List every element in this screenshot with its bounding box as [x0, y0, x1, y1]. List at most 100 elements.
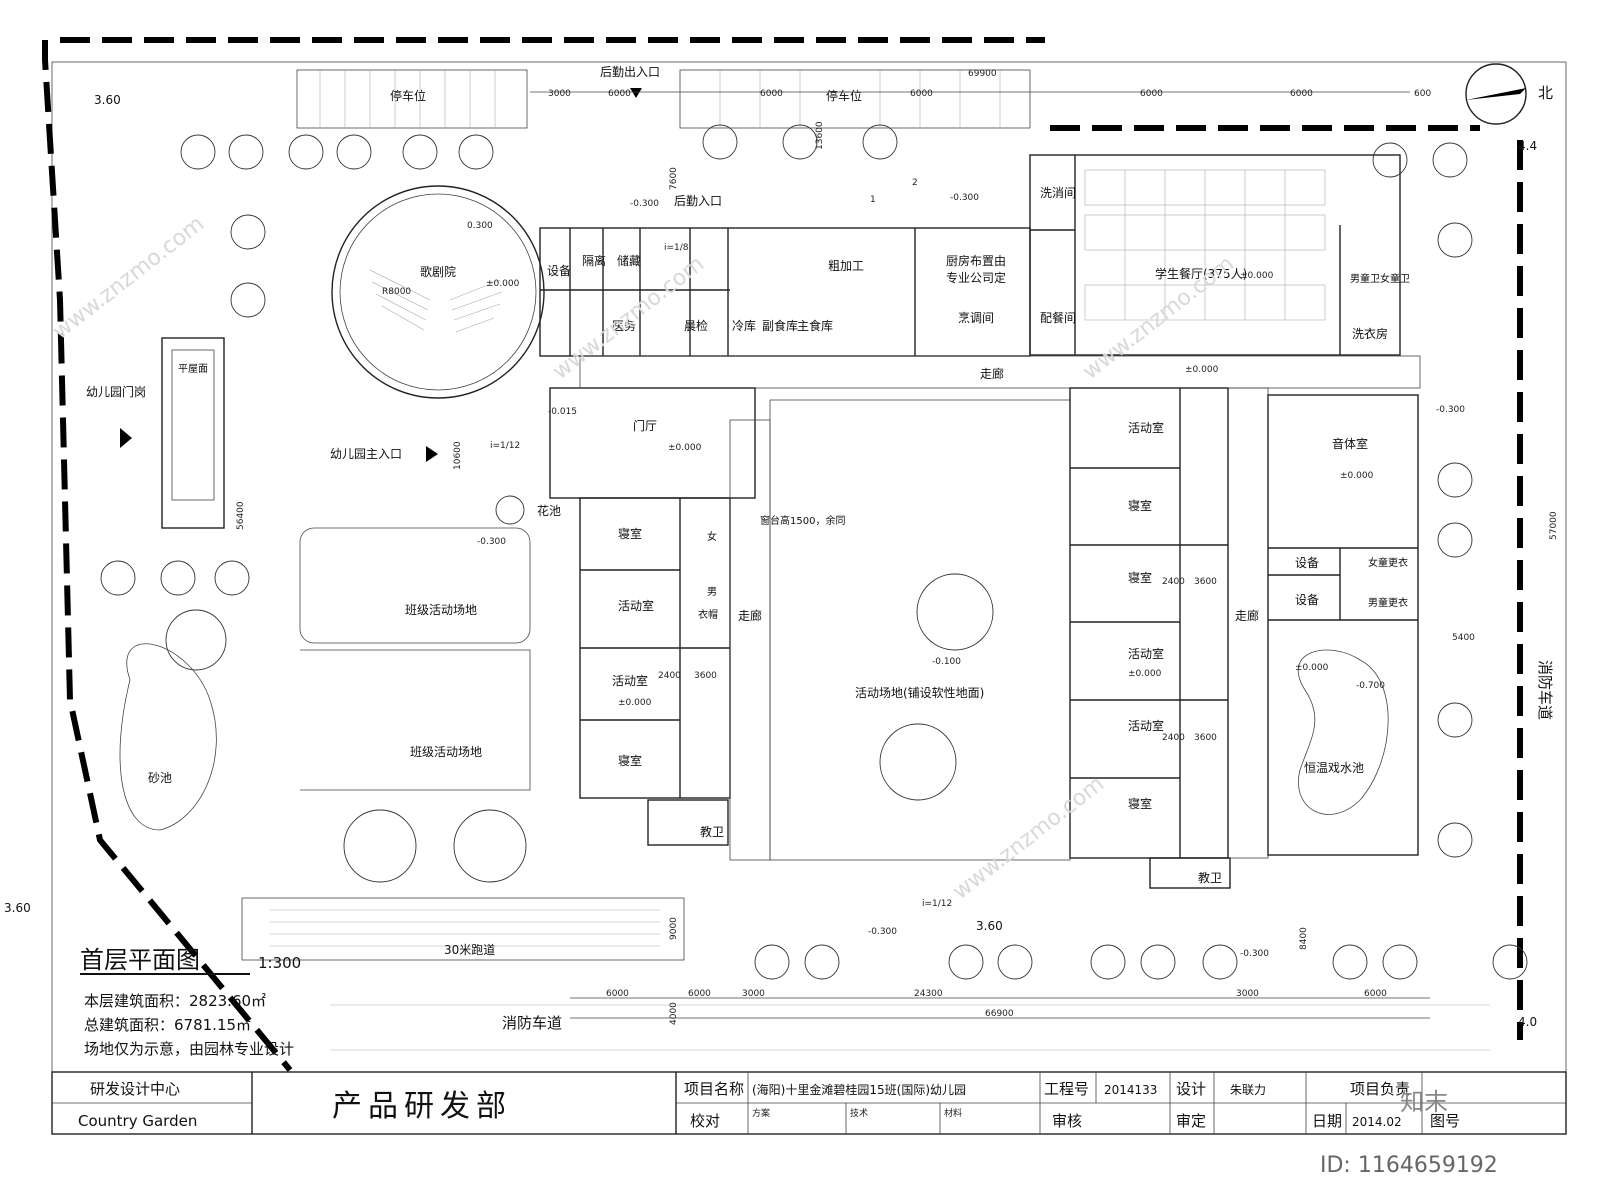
dim-8400: 8400 [1299, 927, 1309, 950]
main-food-store: 主食库 [797, 318, 833, 333]
drawing-no-label: 图号 [1430, 1112, 1460, 1130]
lead-label: 项目负责 [1350, 1080, 1410, 1098]
pool-label: 恒温戏水池 [1304, 761, 1364, 775]
theater-radius: R8000 [382, 287, 411, 297]
class-field-2-label: 班级活动场地 [410, 745, 482, 759]
gate-arrow [120, 428, 132, 448]
equipment-2: 设备 [1295, 556, 1319, 570]
track-label: 30米跑道 [444, 943, 495, 957]
check-label: 校对 [690, 1112, 720, 1130]
east-activity-1: 活动室 [1128, 420, 1164, 435]
sill-note: 窗台高1500，余同 [760, 514, 845, 527]
level-music: ±0.000 [1340, 471, 1374, 481]
cooking-room: 烹调间 [958, 310, 994, 325]
dim-9000: 9000 [669, 917, 679, 940]
laundry-room: 洗衣房 [1352, 326, 1388, 341]
cloak-room: 衣帽 [698, 608, 718, 621]
equipment-1: 设备 [547, 264, 571, 278]
rough-processing: 粗加工 [828, 259, 864, 273]
project-label: 项目名称 [684, 1080, 744, 1098]
project-value: (海阳)十里金滩碧桂园15班(国际)幼儿园 [752, 1082, 966, 1097]
elev-se: 4.0 [1518, 1015, 1537, 1029]
site-note: 场地仅为示意，由园林专业设计 [84, 1040, 294, 1058]
total-area: 总建筑面积：6781.15㎡ [84, 1016, 251, 1034]
service-entry-label: 后勤入口 [674, 194, 722, 208]
equipment-3: 设备 [1295, 593, 1319, 607]
dining-hall: 学生餐厅(375人) [1155, 266, 1247, 281]
music-room: 音体室 [1332, 436, 1368, 451]
slope-south: i=1/12 [922, 899, 952, 909]
female-wc: 女 [707, 530, 717, 543]
level-class-field: -0.300 [477, 537, 506, 547]
dim-bottom-3000-a: 3000 [742, 989, 765, 999]
main-entry-label: 幼儿园主入口 [330, 447, 402, 461]
dim-east-3600-b: 3600 [1194, 733, 1217, 743]
west-teacher-wc [647, 799, 729, 846]
dim-top-6000-c: 6000 [910, 89, 933, 99]
corridor-west [729, 419, 771, 861]
corridor-east [1227, 387, 1269, 859]
drawing-title: 首层平面图 [80, 946, 200, 974]
corridor-east-label: 走廊 [1235, 608, 1259, 623]
level-pool: -0.700 [1356, 681, 1385, 691]
plan-label: 方案 [752, 1107, 770, 1119]
theater-outline [331, 185, 545, 399]
gatehouse-label: 幼儿园门岗 [86, 384, 146, 399]
service-exit-label: 后勤出入口 [600, 65, 660, 79]
east-bedroom-3: 寝室 [1128, 796, 1152, 811]
trees [100, 124, 1528, 980]
boys-wc: 男童卫 [1350, 272, 1380, 285]
level-lobby: ±0.000 [668, 443, 702, 453]
elev-s: 3.60 [976, 919, 1003, 933]
department: 产品研发部 [332, 1089, 512, 1124]
level-east-act: ±0.000 [1128, 669, 1162, 679]
lobby-outline [549, 387, 756, 499]
east-activity-3: 活动室 [1128, 718, 1164, 733]
level-service: -0.300 [630, 199, 659, 209]
section-marker-2: 2 [912, 178, 918, 188]
level-kitchen-ext: -0.300 [950, 193, 979, 203]
dim-bottom-6000-a: 6000 [606, 989, 629, 999]
watermark-site-1: www.znzmo.com [48, 211, 209, 344]
level-east: -0.300 [1436, 405, 1465, 415]
corridor-west-label: 走廊 [738, 608, 762, 623]
org-en: Country Garden [78, 1112, 197, 1130]
level-dining: ±0.000 [1240, 271, 1274, 281]
dim-east-2400-a: 2400 [1162, 577, 1185, 587]
east-teacher-wc-label: 教卫 [1198, 870, 1222, 885]
corridor-top-outline [579, 355, 1421, 389]
girls-wc: 女童卫 [1380, 272, 1410, 285]
dim-top-600: 600 [1414, 89, 1431, 99]
wash-room: 洗消间 [1040, 186, 1076, 200]
serving-room: 配餐间 [1040, 310, 1076, 325]
level-theater-0: ±0.000 [486, 279, 520, 289]
tech-label: 技术 [850, 1107, 868, 1119]
flat-roof-label: 平屋面 [178, 363, 208, 375]
floor-area: 本层建筑面积：2823.60㎡ [84, 992, 266, 1010]
west-activity-1: 活动室 [618, 598, 654, 613]
review-label: 审核 [1052, 1112, 1082, 1130]
fire-lane-vertical: 消防车道 [1536, 660, 1554, 720]
level-pool-deck: ±0.000 [1295, 663, 1329, 673]
north-label: 北 [1538, 84, 1553, 102]
dim-5400: 5400 [1452, 633, 1475, 643]
medical-room: 医务 [612, 318, 636, 333]
dim-top-3000: 3000 [548, 89, 571, 99]
corridor-top-label: 走廊 [980, 366, 1004, 381]
track-outline [241, 897, 685, 961]
job-value: 2014133 [1104, 1083, 1157, 1097]
theater-seating [369, 269, 503, 333]
sub-food-store: 副食库 [762, 318, 798, 333]
design-label: 设计 [1176, 1080, 1206, 1098]
section-marker-1: 1 [870, 195, 876, 205]
boys-change: 男童更衣 [1368, 596, 1408, 609]
elev-nw: 3.60 [94, 93, 121, 107]
pool-outline [1297, 649, 1389, 815]
dim-bottom-3000-b: 3000 [1236, 989, 1259, 999]
slope-entry: i=1/12 [490, 441, 520, 451]
dim-bottom-6000-b: 6000 [688, 989, 711, 999]
level-west-act: ±0.000 [618, 698, 652, 708]
watermark-site-4: www.znzmo.com [948, 771, 1109, 904]
dim-66900: 66900 [985, 1009, 1014, 1019]
dim-top-6000-d: 6000 [1140, 89, 1163, 99]
